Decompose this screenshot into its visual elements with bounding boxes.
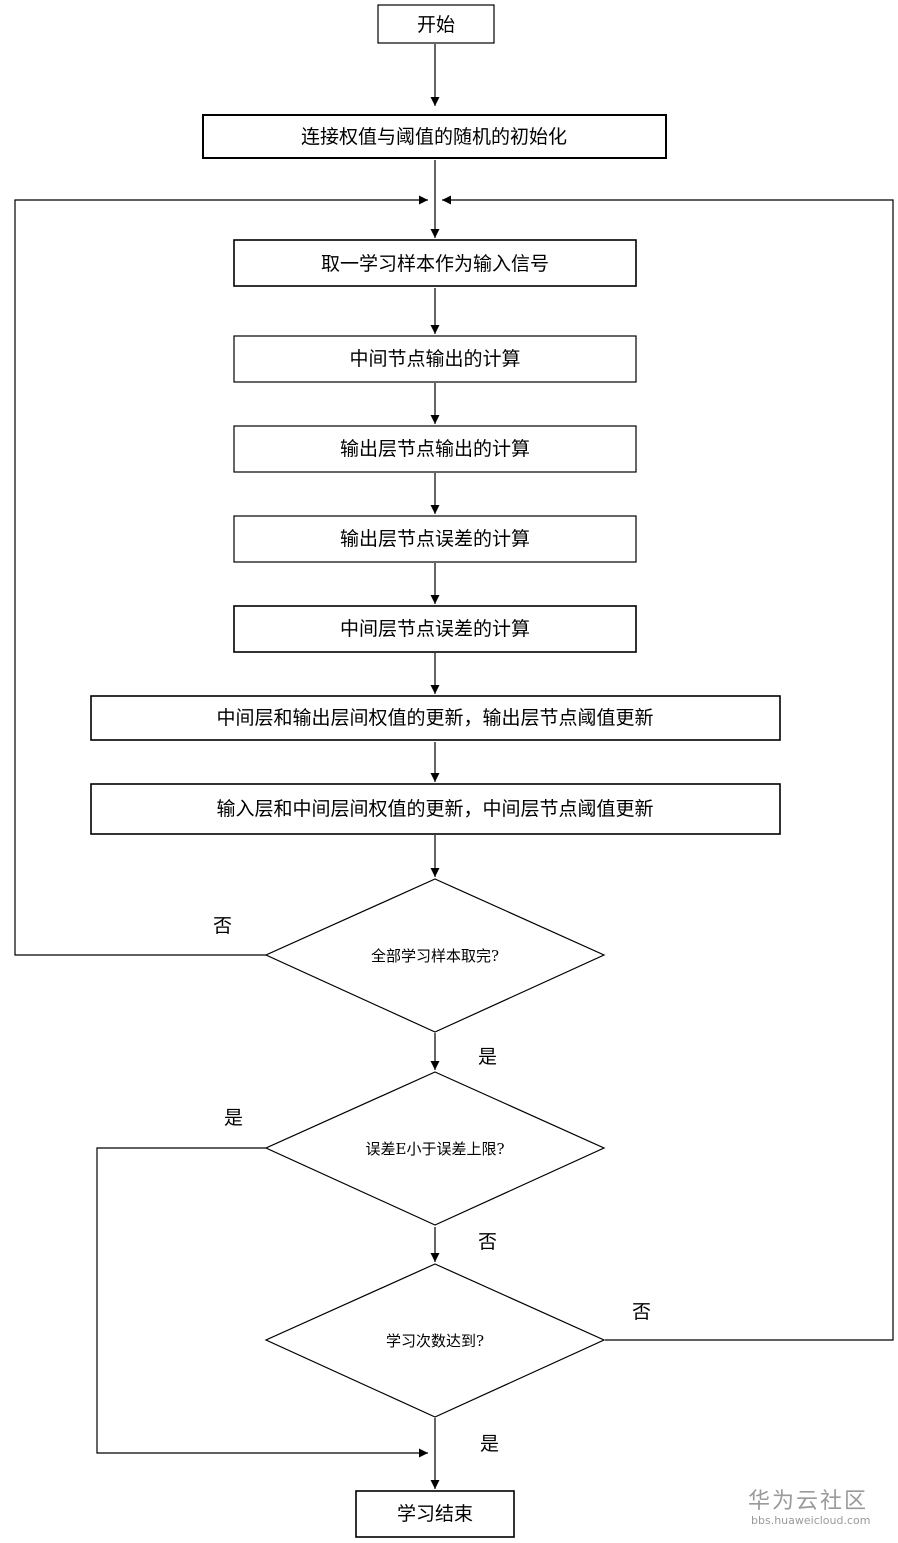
edges	[14, 44, 894, 1489]
output-error-node: 输出层节点误差的计算	[233, 515, 637, 563]
update-hidden-weights-node: 输入层和中间层间权值的更新，中间层节点阈值更新	[90, 783, 781, 835]
label-iterations-yes: 是	[480, 1433, 499, 1455]
decision-all-samples-node: 全部学习样本取完?	[264, 878, 606, 1033]
label-all-samples-no: 否	[213, 915, 232, 937]
decision-error-label: 误差E小于误差上限?	[366, 1140, 505, 1158]
start-label: 开始	[417, 14, 455, 36]
decision-error-node: 误差E小于误差上限?	[264, 1071, 606, 1226]
end-label: 学习结束	[397, 1503, 473, 1525]
watermark-url: bbs.huaweicloud.com	[751, 1514, 871, 1527]
hidden-error-node: 中间层节点误差的计算	[233, 605, 637, 653]
label-error-yes: 是	[224, 1107, 243, 1129]
edge-decision-iterations-no-loop	[442, 195, 894, 1341]
update-hidden-weights-label: 输入层和中间层间权值的更新，中间层节点阈值更新	[216, 798, 653, 820]
hidden-error-label: 中间层节点误差的计算	[340, 618, 530, 640]
update-output-weights-label: 中间层和输出层间权值的更新，输出层节点阈值更新	[216, 707, 653, 729]
decision-iterations-label: 学习次数达到?	[386, 1332, 484, 1350]
decision-iterations-node: 学习次数达到?	[264, 1263, 606, 1418]
decision-all-samples-label: 全部学习样本取完?	[371, 947, 499, 965]
label-error-no: 否	[478, 1231, 497, 1253]
output-layer-output-node: 输出层节点输出的计算	[233, 425, 637, 473]
take-sample-node: 取一学习样本作为输入信号	[233, 239, 637, 287]
label-all-samples-yes: 是	[478, 1046, 497, 1068]
init-label: 连接权值与阈值的随机的初始化	[301, 126, 567, 148]
watermark-title: 华为云社区	[748, 1489, 869, 1514]
output-error-label: 输出层节点误差的计算	[340, 528, 530, 550]
edge-decision-all-no-loop	[14, 195, 428, 956]
output-layer-output-label: 输出层节点输出的计算	[340, 438, 530, 460]
edge-decision-error-yes-to-end	[96, 1147, 428, 1458]
start-node: 开始	[377, 4, 495, 44]
label-iterations-no: 否	[632, 1301, 651, 1323]
hidden-output-node: 中间节点输出的计算	[233, 335, 637, 383]
update-output-weights-node: 中间层和输出层间权值的更新，输出层节点阈值更新	[90, 695, 781, 741]
init-node: 连接权值与阈值的随机的初始化	[202, 114, 667, 159]
take-sample-label: 取一学习样本作为输入信号	[321, 253, 549, 275]
hidden-output-label: 中间节点输出的计算	[349, 348, 520, 370]
end-node: 学习结束	[355, 1490, 515, 1538]
